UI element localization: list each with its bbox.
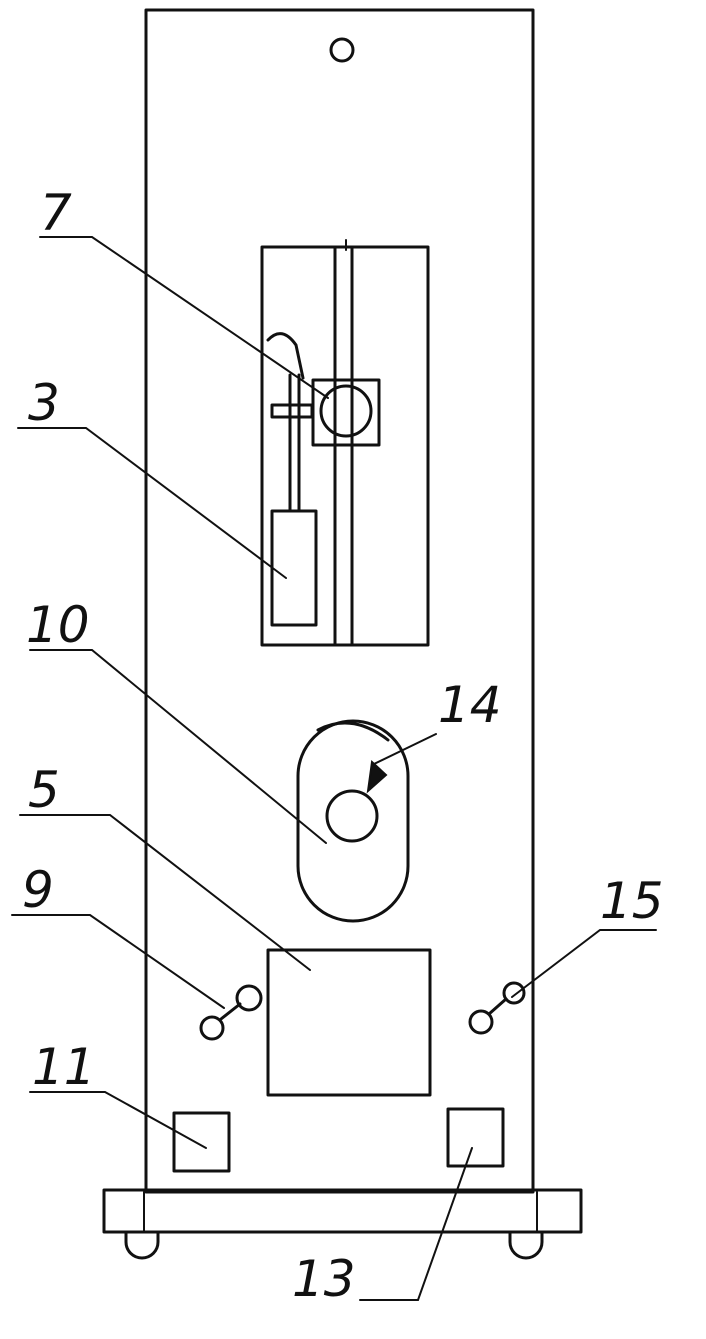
slot-10	[296, 719, 410, 923]
label-9: 9	[22, 861, 54, 919]
base-plate	[102, 1188, 583, 1234]
window-assembly	[260, 239, 430, 647]
rod-bracket	[270, 403, 314, 419]
top-hole	[329, 37, 355, 63]
label-5: 5	[28, 761, 60, 819]
arrow-14	[366, 759, 388, 794]
knob-14	[325, 789, 379, 843]
label-14: 14	[438, 676, 502, 734]
box-11	[172, 1111, 231, 1173]
panel-box-5	[266, 948, 432, 1097]
label-11: 11	[32, 1038, 96, 1096]
leader-lines	[11, 236, 657, 1301]
label-15: 15	[600, 872, 664, 930]
handle-15	[468, 981, 526, 1035]
wheel-right	[508, 1230, 544, 1260]
label-13: 13	[292, 1250, 356, 1308]
label-10: 10	[26, 596, 90, 654]
label-3: 3	[28, 374, 60, 432]
weight-3	[270, 509, 318, 627]
box-13	[446, 1107, 505, 1168]
cabinet-body	[144, 8, 535, 1194]
carriage-wheel	[319, 384, 373, 438]
cable	[266, 332, 305, 380]
label-7: 7	[40, 184, 72, 242]
handle-9	[199, 984, 263, 1041]
wheel-left	[124, 1230, 160, 1260]
slot-highlight	[316, 721, 390, 742]
